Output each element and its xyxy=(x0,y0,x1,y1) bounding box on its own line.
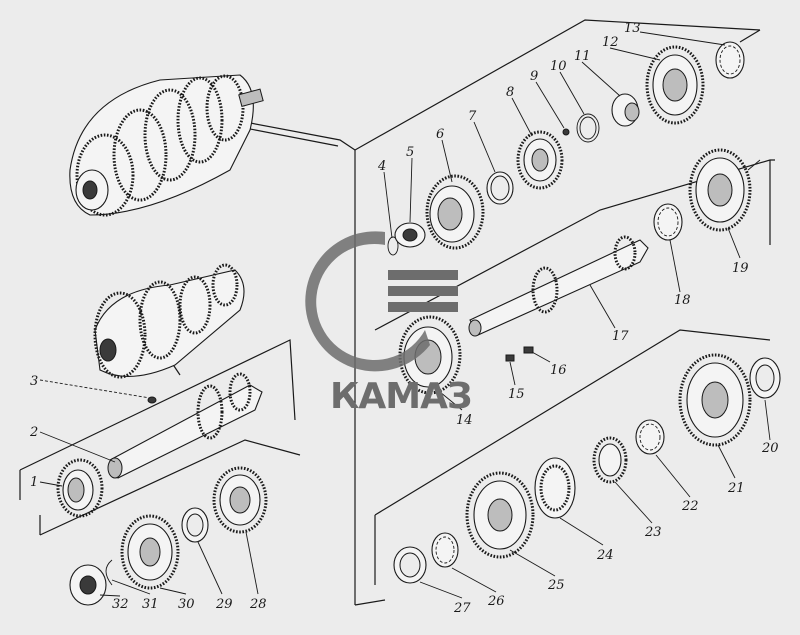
label-13: 13 xyxy=(624,21,641,36)
label-2: 2 xyxy=(29,425,38,440)
label-30: 30 xyxy=(178,597,195,612)
label-10: 10 xyxy=(550,59,567,74)
label-1: 1 xyxy=(30,475,38,490)
label-32: 32 xyxy=(112,597,129,612)
label-25: 25 xyxy=(547,578,565,593)
label-22: 22 xyxy=(681,499,699,514)
part-2-shaft xyxy=(107,372,263,479)
label-21: 21 xyxy=(727,481,745,496)
label-23: 23 xyxy=(644,525,662,540)
label-9: 9 xyxy=(530,69,538,84)
part-17-main-shaft xyxy=(468,235,649,337)
label-26: 26 xyxy=(487,594,505,609)
part-21-gear xyxy=(678,353,752,447)
label-7: 7 xyxy=(468,109,477,124)
part-27-bushing xyxy=(393,546,427,584)
label-17: 17 xyxy=(612,329,629,344)
part-7-ring xyxy=(486,171,514,205)
part-30-gear xyxy=(120,514,180,590)
label-16: 16 xyxy=(550,363,567,378)
part-labels: 1 2 3 4 5 6 7 8 9 10 11 12 13 14 15 16 1… xyxy=(29,21,779,616)
part-18-needle-bearing xyxy=(653,203,683,241)
part-5-bearing xyxy=(394,222,426,248)
part-31-snap-ring xyxy=(105,559,113,586)
label-27: 27 xyxy=(453,601,471,616)
label-6: 6 xyxy=(436,127,444,142)
kamaz-logo: КАМАЗ xyxy=(305,231,473,417)
logo-wordmark: КАМАЗ xyxy=(330,376,472,417)
label-12: 12 xyxy=(602,35,619,50)
part-16-pin xyxy=(523,346,534,354)
assembled-shaft-middle xyxy=(93,263,245,379)
frame-lines xyxy=(19,19,775,606)
assembled-shaft-top xyxy=(69,74,264,217)
label-20: 20 xyxy=(761,441,779,456)
label-19: 19 xyxy=(732,261,749,276)
part-24-ring-gear xyxy=(534,457,576,519)
part-22-needle-bearing xyxy=(635,419,665,455)
part-19-gear xyxy=(688,148,752,232)
part-20-ring xyxy=(749,357,781,399)
part-1-gear xyxy=(56,458,104,518)
part-15-pin xyxy=(505,354,515,362)
part-13-needle-bearing xyxy=(715,41,745,79)
part-11-bushing xyxy=(611,93,640,127)
part-25-gear xyxy=(465,471,535,559)
label-8: 8 xyxy=(506,85,514,100)
part-12-gear xyxy=(645,45,705,125)
label-3: 3 xyxy=(30,374,38,389)
label-18: 18 xyxy=(674,293,691,308)
label-31: 31 xyxy=(142,597,159,612)
label-24: 24 xyxy=(596,548,614,563)
part-8-gear xyxy=(516,130,564,190)
part-4-ring xyxy=(387,236,399,256)
part-26-needle-bearing xyxy=(431,532,459,568)
label-11: 11 xyxy=(574,49,591,64)
part-23-gear xyxy=(592,436,628,484)
label-28: 28 xyxy=(249,597,267,612)
part-3-pin xyxy=(147,396,157,404)
label-5: 5 xyxy=(406,145,414,160)
part-32-bearing xyxy=(69,564,107,606)
label-14: 14 xyxy=(456,413,473,428)
label-4: 4 xyxy=(377,159,386,174)
part-10-ring xyxy=(576,113,600,143)
label-15: 15 xyxy=(508,387,525,402)
leader-lines xyxy=(39,31,771,599)
part-9-pin xyxy=(562,128,570,136)
part-29-ring xyxy=(181,507,209,543)
part-6-synchronizer xyxy=(425,174,485,250)
label-29: 29 xyxy=(215,597,233,612)
part-28-gear xyxy=(212,466,268,534)
